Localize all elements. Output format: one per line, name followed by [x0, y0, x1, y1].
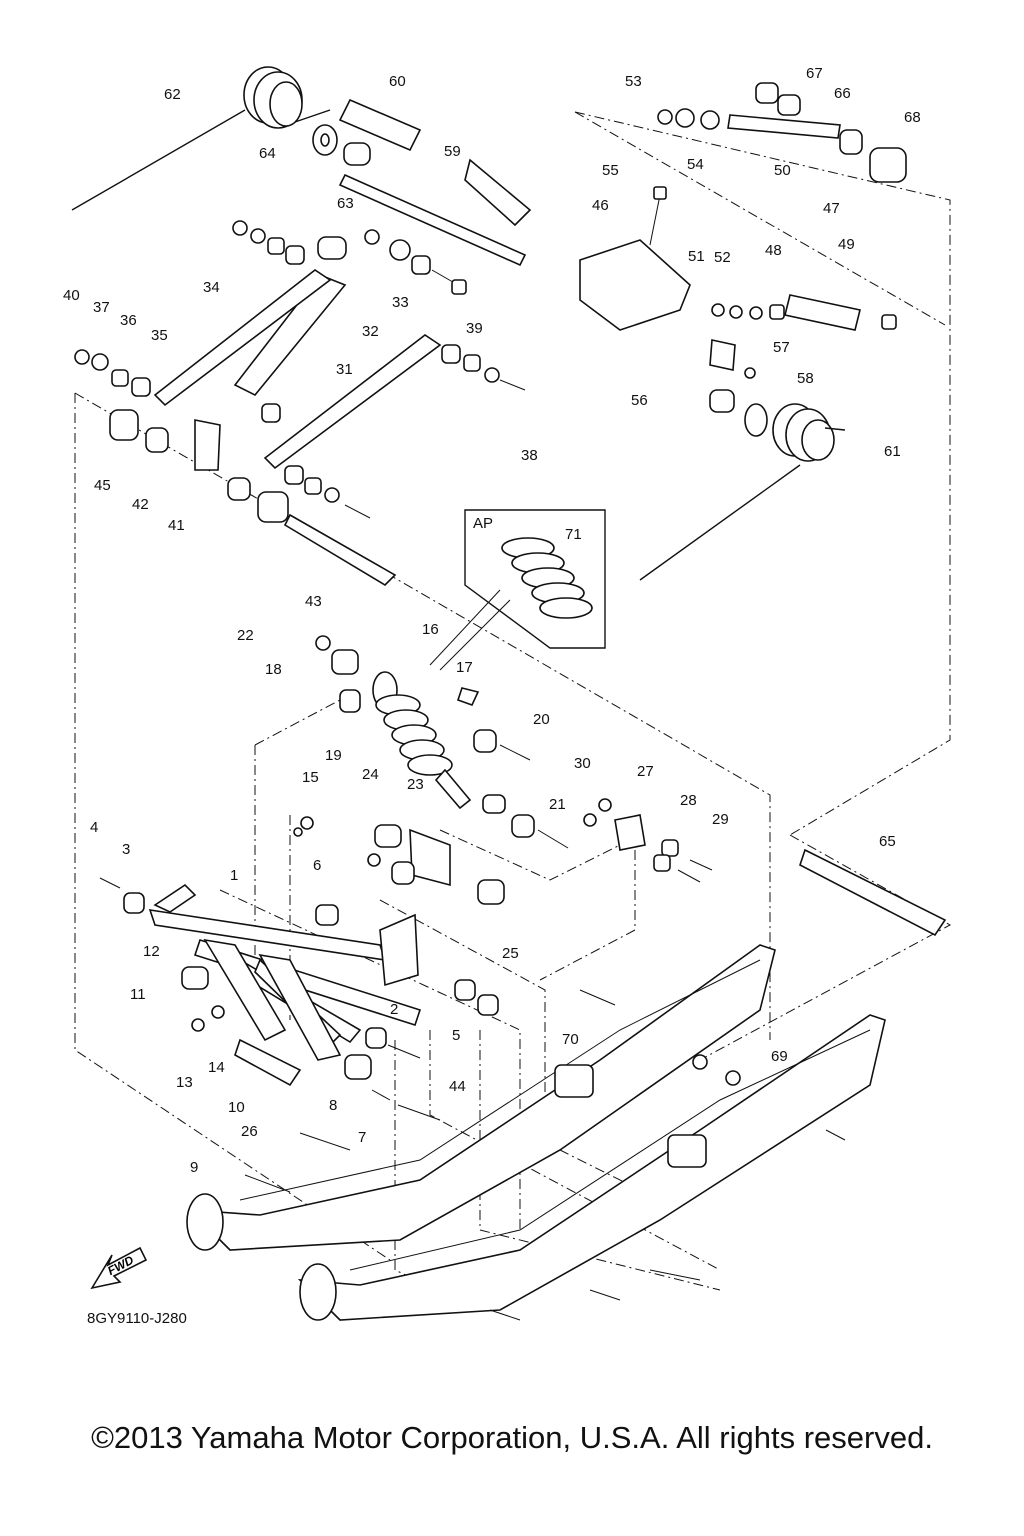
ap-inset	[429, 509, 606, 671]
callout-6: 6	[313, 857, 322, 874]
diagram-code: 8GY9110-J280	[87, 1310, 187, 1327]
callout-25: 25	[502, 945, 519, 962]
callout-12: 12	[143, 943, 160, 960]
callout-3: 3	[122, 841, 131, 858]
callout-49: 49	[838, 236, 855, 253]
callout-51: 51	[688, 248, 705, 265]
fwd-arrow-icon: FWD	[90, 1246, 148, 1290]
callout-44: 44	[449, 1078, 466, 1095]
callout-18: 18	[265, 661, 282, 678]
callout-11: 11	[130, 986, 146, 1003]
callout-19: 19	[325, 747, 342, 764]
callout-40: 40	[63, 287, 80, 304]
callout-55: 55	[602, 162, 619, 179]
callout-31: 31	[336, 361, 353, 378]
exploded-parts-diagram: FWD AP 1 2 3 4 5 6 7 8 9 10 11 12 13 14 …	[63, 65, 952, 1327]
callout-7: 7	[358, 1129, 367, 1146]
callout-59: 59	[444, 143, 461, 160]
callout-62: 62	[164, 86, 181, 103]
callout-56: 56	[631, 392, 648, 409]
callout-22: 22	[237, 627, 254, 644]
callout-16: 16	[422, 621, 439, 638]
callout-8: 8	[329, 1097, 338, 1114]
callout-28: 28	[680, 792, 697, 809]
callout-15: 15	[302, 769, 319, 786]
callout-4: 4	[90, 819, 99, 836]
copyright-notice: ©2013 Yamaha Motor Corporation, U.S.A. A…	[91, 1420, 933, 1455]
callout-37: 37	[93, 299, 110, 316]
callout-46: 46	[592, 197, 609, 214]
callout-66: 66	[834, 85, 851, 102]
callout-63: 63	[337, 195, 354, 212]
callout-27: 27	[637, 763, 654, 780]
shock-16	[372, 671, 472, 810]
callout-34: 34	[203, 279, 220, 296]
callout-5: 5	[452, 1027, 461, 1044]
callout-2: 2	[390, 1001, 399, 1018]
callout-67: 67	[806, 65, 823, 82]
callout-35: 35	[151, 327, 168, 344]
callout-20: 20	[533, 711, 550, 728]
callout-45: 45	[94, 477, 111, 494]
rear-arm-assembly	[71, 66, 947, 937]
callout-21: 21	[549, 796, 566, 813]
callout-39: 39	[466, 320, 483, 337]
callout-33: 33	[392, 294, 409, 311]
callout-10: 10	[228, 1099, 245, 1116]
callout-36: 36	[120, 312, 137, 329]
callout-61: 61	[884, 443, 901, 460]
diagram-drawing: FWD	[71, 66, 952, 1321]
callout-13: 13	[176, 1074, 193, 1091]
callout-48: 48	[765, 242, 782, 259]
callout-68: 68	[904, 109, 921, 126]
slide-rails	[186, 944, 886, 1321]
callout-30: 30	[574, 755, 591, 772]
callout-53: 53	[625, 73, 642, 90]
callout-42: 42	[132, 496, 149, 513]
callout-32: 32	[362, 323, 379, 340]
callout-14: 14	[208, 1059, 225, 1076]
callout-47: 47	[823, 200, 840, 217]
callout-69: 69	[771, 1048, 788, 1065]
callout-60: 60	[389, 73, 406, 90]
callout-43: 43	[305, 593, 322, 610]
callout-24: 24	[362, 766, 379, 783]
callout-58: 58	[797, 370, 814, 387]
callout-17: 17	[456, 659, 473, 676]
inset-label: AP	[473, 515, 494, 532]
front-arm-assembly	[99, 635, 713, 1193]
callout-38: 38	[521, 447, 538, 464]
callout-64: 64	[259, 145, 276, 162]
callout-65: 65	[879, 833, 896, 850]
callout-57: 57	[773, 339, 790, 356]
callout-23: 23	[407, 776, 424, 793]
callout-29: 29	[712, 811, 729, 828]
callout-54: 54	[687, 156, 704, 173]
callout-1: 1	[230, 867, 239, 884]
callout-50: 50	[774, 162, 791, 179]
callout-70: 70	[562, 1031, 579, 1048]
spring-71	[501, 537, 593, 619]
callout-9: 9	[190, 1159, 199, 1176]
callout-52: 52	[714, 249, 731, 266]
callout-71: 71	[565, 526, 582, 543]
callout-26: 26	[241, 1123, 258, 1140]
callout-41: 41	[168, 517, 185, 534]
